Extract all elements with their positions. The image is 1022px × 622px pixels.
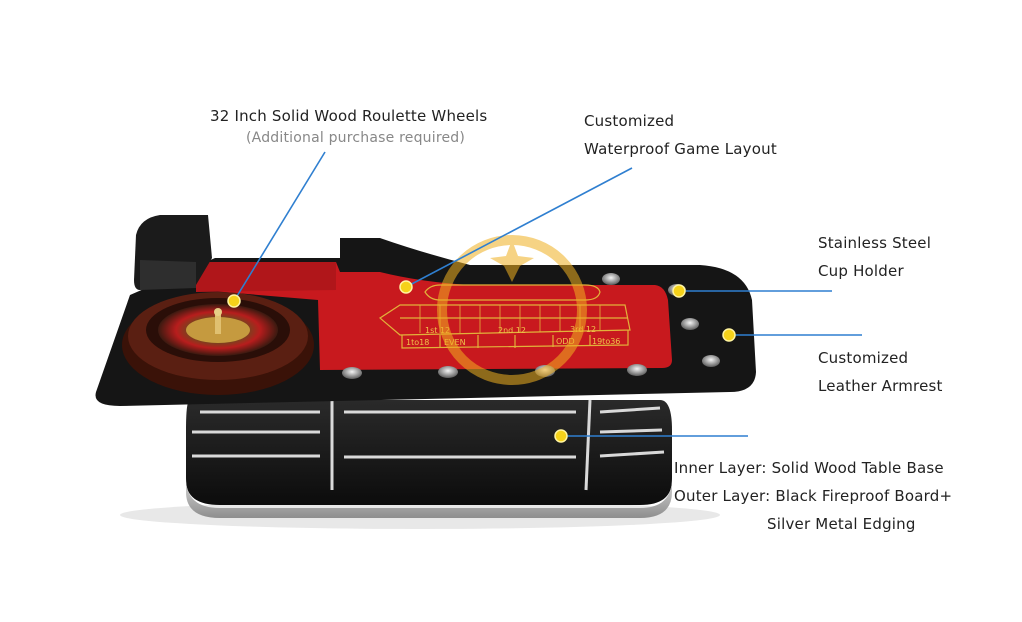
table-base (186, 399, 672, 518)
cup-holder (681, 318, 699, 330)
callout-base-line1: Inner Layer: Solid Wood Table Base (674, 459, 944, 477)
callout-armrest-line2: Leather Armrest (818, 377, 943, 395)
felt-label-dozen2: 2nd 12 (498, 326, 526, 335)
chip-holder (134, 215, 212, 290)
cup-holder (342, 367, 362, 379)
callout-base-line3: Silver Metal Edging (767, 515, 916, 533)
callout-layout-line2: Waterproof Game Layout (584, 140, 777, 158)
marker-base (554, 429, 568, 443)
callout-markers (227, 280, 736, 443)
callout-base-line2: Outer Layer: Black Fireproof Board+ (674, 487, 953, 505)
roulette-wheel (122, 292, 314, 395)
marker-armrest (722, 328, 736, 342)
watermark-emblem (437, 235, 587, 385)
felt-label-odd: ODD (556, 337, 575, 346)
callout-line-layout (405, 167, 633, 288)
callout-layout-line1: Customized (584, 112, 675, 130)
callout-wheel-note: (Additional purchase required) (246, 130, 466, 146)
callout-cup-line2: Cup Holder (818, 262, 904, 280)
callout-lines (233, 151, 862, 437)
marker-cup (672, 284, 686, 298)
marker-wheel (227, 294, 241, 308)
cup-holder (438, 366, 458, 378)
callout-line-wheel (233, 151, 326, 302)
callout-cup-line1: Stainless Steel (818, 234, 932, 252)
felt-label-high: 19to36 (592, 337, 620, 346)
cup-holder (627, 364, 647, 376)
marker-layout (399, 280, 413, 294)
cup-holder (602, 273, 620, 285)
felt-label-dozen1: 1st 12 (425, 326, 450, 335)
callout-armrest-line1: Customized (818, 349, 909, 367)
cup-holder (702, 355, 720, 367)
callout-wheel-title: 32 Inch Solid Wood Roulette Wheels (210, 107, 488, 125)
felt-label-low: 1to18 (406, 338, 429, 347)
